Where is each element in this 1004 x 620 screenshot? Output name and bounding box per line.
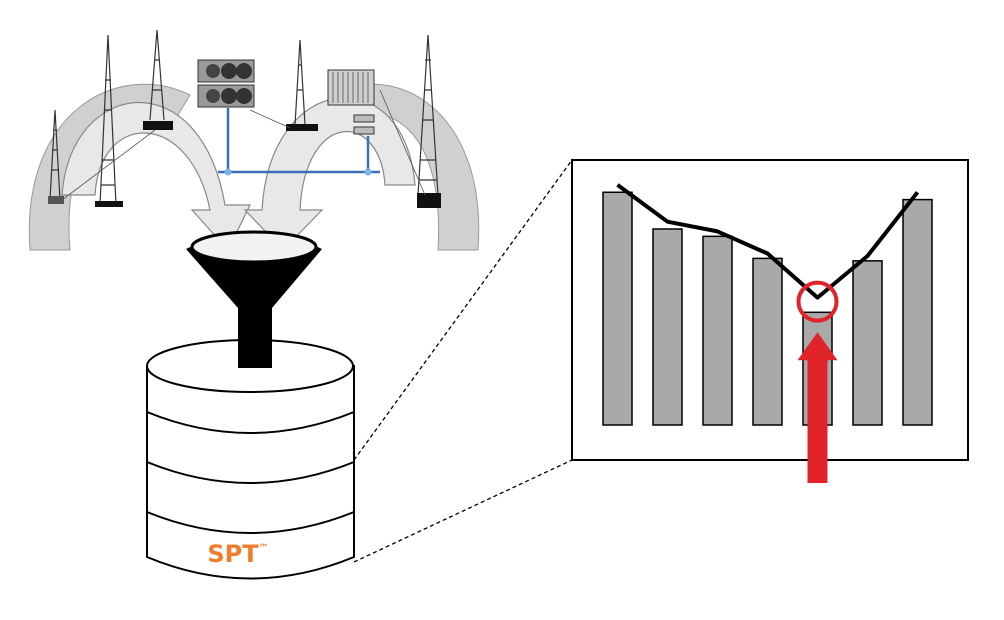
network-equipment	[197, 59, 380, 176]
chart-bar	[652, 228, 683, 426]
zoom-connector-lines	[353, 159, 573, 563]
chart-bar	[752, 257, 783, 426]
tower-icon	[48, 109, 64, 204]
funnel-icon	[186, 230, 322, 368]
tower-icon	[95, 34, 123, 207]
tower-icon	[286, 39, 318, 131]
tower-icon	[143, 29, 173, 130]
data-flow-arcs	[28, 83, 480, 252]
database-label: SPT™	[207, 540, 268, 568]
cell-towers	[48, 29, 441, 208]
left-flow-arrow	[61, 101, 251, 252]
database-label-text: SPT	[207, 540, 259, 568]
radio-unit-icon	[197, 59, 255, 108]
inset-chart	[571, 159, 969, 483]
right-flow-arrow	[243, 97, 416, 251]
network-node	[224, 168, 232, 176]
trend-line	[616, 183, 920, 300]
spt-database	[146, 339, 355, 580]
anomaly-highlight-ring	[796, 280, 839, 323]
chart-bar	[902, 198, 933, 426]
trademark-symbol: ™	[259, 543, 269, 554]
anomaly-arrow	[797, 332, 838, 483]
network-links	[218, 108, 380, 174]
funnel-spout	[238, 330, 272, 368]
tower-icon	[417, 34, 441, 208]
network-node	[364, 168, 372, 176]
chart-bar	[852, 260, 883, 426]
chart-bar	[702, 235, 733, 426]
server-icon	[327, 69, 375, 135]
chart-bar	[602, 191, 633, 426]
